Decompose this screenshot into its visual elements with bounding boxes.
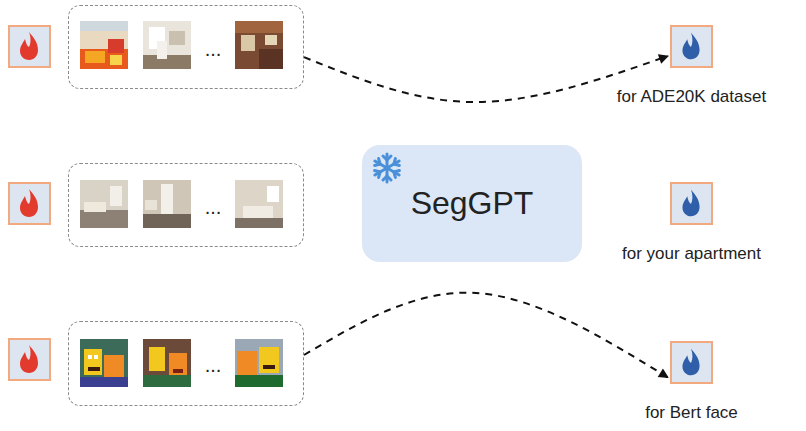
thumbnail-image [80,339,128,387]
image-detail [84,349,102,375]
ellipsis-text: ... [205,197,222,217]
image-detail [237,351,257,375]
snowflake-arm [387,156,391,160]
tuned-prompt-icon: for ADE20K dataset [670,25,713,68]
fire-symbol [20,32,38,60]
image-detail [265,35,277,45]
thumbnail-image [143,180,191,228]
image-detail [169,353,187,375]
fire-symbol [682,33,699,60]
image-detail [263,365,275,369]
image-detail [80,377,128,387]
snowflake-arm [392,172,397,177]
fire-icon [672,184,711,223]
ellipsis-text: ... [205,39,222,59]
snowflake-arm [394,162,399,167]
thumbnail-image [235,21,283,69]
fire-icon [672,27,711,66]
thumbnail-image [143,339,191,387]
fire-icon [9,183,50,224]
image-detail [143,214,191,228]
ellipsis-text: ... [205,355,222,375]
model-box: SegGPT [362,145,582,262]
snowflake-arm [383,176,387,180]
image-ground [235,21,283,69]
image-detail [80,210,128,228]
image-detail [110,186,122,206]
image-detail [88,355,92,359]
thumbnail-image [80,180,128,228]
image-detail [85,51,105,63]
image-detail [88,367,100,371]
model-name: SegGPT [411,186,534,221]
image-ground [235,339,283,387]
image-detail [145,200,157,210]
image-ground [235,180,283,228]
snowflake-arm [377,159,382,164]
image-detail [235,21,283,33]
fire-symbol [682,190,699,217]
tuned-prompt-icon: for your apartment [670,182,713,225]
image-ground [80,339,128,387]
icon-frame [9,339,50,380]
image-detail [110,55,122,65]
image-detail [157,41,167,59]
image-detail [94,355,98,359]
icon-frame [9,26,50,67]
dashed-arrow [304,56,668,102]
thumbnail-image [235,180,283,228]
fire-symbol [20,345,38,373]
image-detail [259,49,283,69]
image-detail [80,21,128,31]
fire-icon [672,343,711,382]
thumbnail-image [80,21,128,69]
image-ground [143,180,191,228]
image-ground [80,180,128,228]
image-detail [243,206,273,218]
image-detail [84,202,106,212]
fire-icon [9,339,50,380]
snowflake-arm [375,169,380,174]
image-detail [143,375,191,387]
node-caption: for your apartment [622,244,761,264]
fire-symbol [682,349,699,376]
fire-symbol [20,189,38,217]
image-group-box: ... [68,321,304,406]
snowflake-icon [370,151,404,185]
image-detail [108,39,124,53]
dashed-arrow [304,293,668,378]
image-detail [235,375,283,387]
thumbnail-image [235,339,283,387]
image-detail [173,369,183,373]
node-caption: for Bert face [645,403,738,423]
image-ground [143,339,191,387]
image-group-box: ... [68,163,304,247]
node-caption: for ADE20K dataset [617,87,766,107]
image-ground [80,21,128,69]
image-detail [169,31,185,45]
tuned-prompt-icon: for Bert face [670,341,713,384]
image-detail [235,218,283,228]
thumbnail-image [143,21,191,69]
image-detail [104,355,124,377]
image-group-box: ... [68,5,304,89]
image-detail [149,347,165,371]
fire-icon [9,26,50,67]
image-ground [143,21,191,69]
image-detail [241,35,255,51]
image-detail [267,186,279,202]
icon-frame [9,183,50,224]
image-detail [259,347,279,373]
